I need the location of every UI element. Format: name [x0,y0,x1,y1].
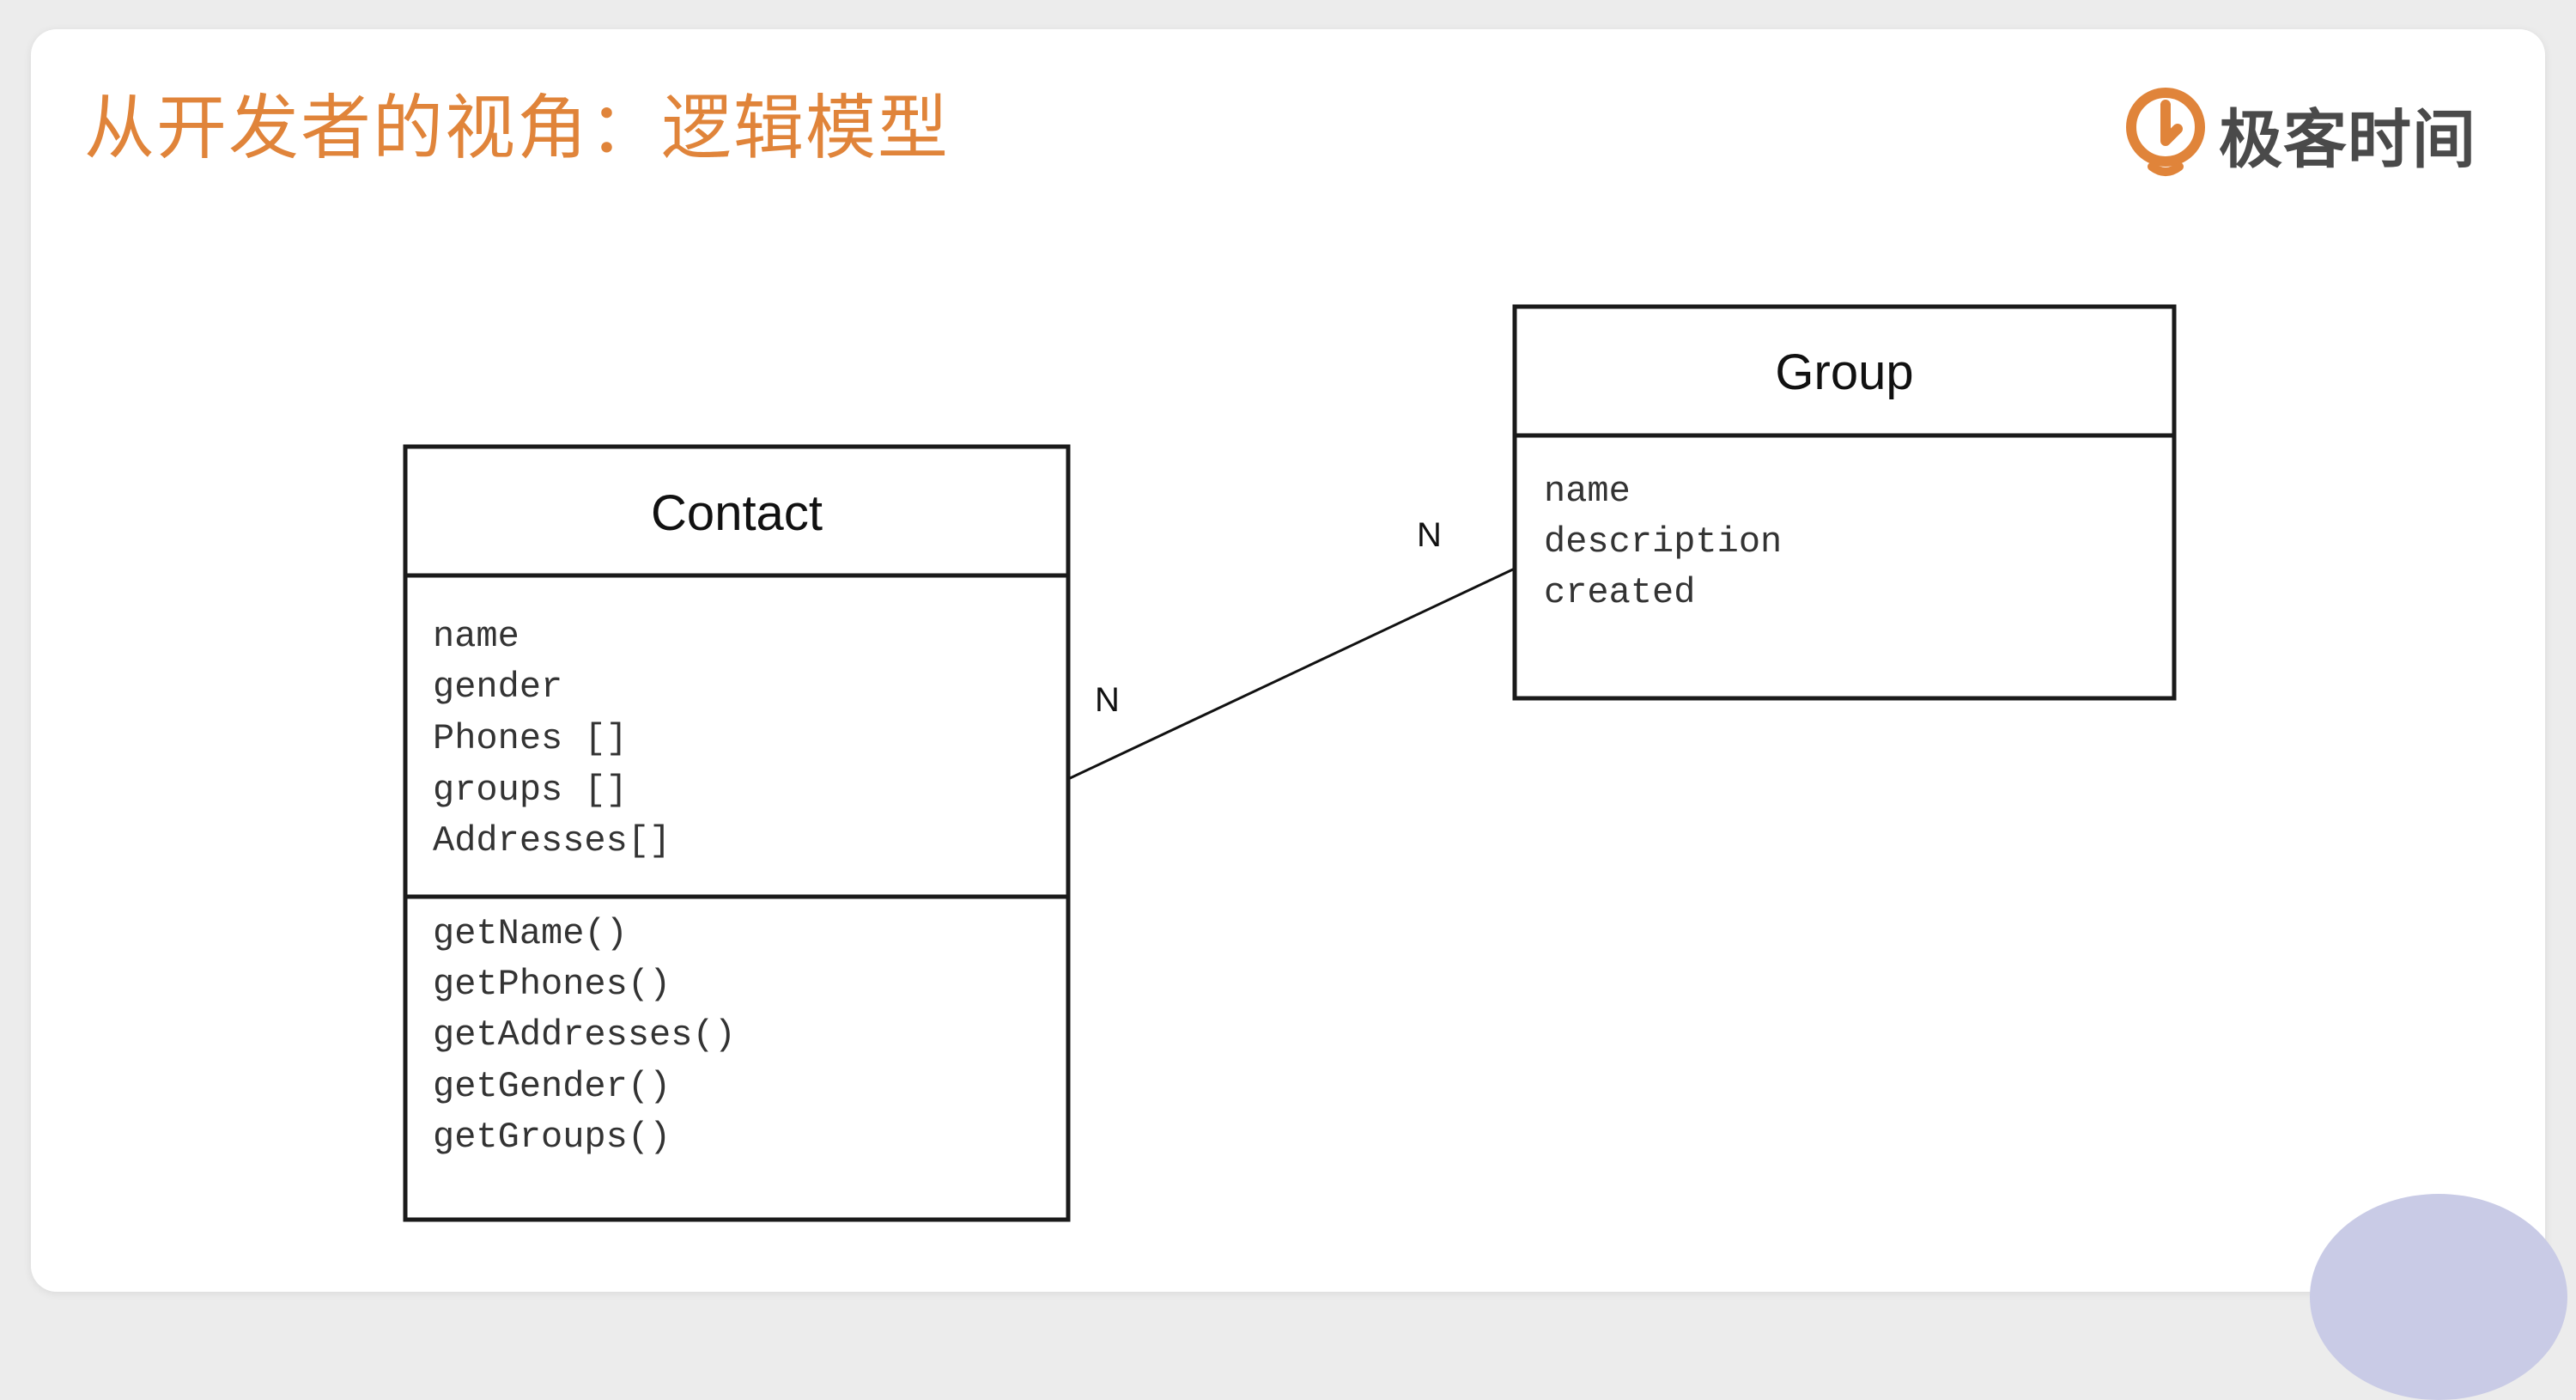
group-class: Group name description created [1512,304,2177,701]
contact-method: getName() [433,913,628,954]
contact-method: getGender() [433,1066,671,1107]
presenter-avatar-overlay [2310,1194,2567,1400]
geektime-logo-icon [2126,88,2205,176]
group-attribute: description [1544,521,1782,563]
contact-attribute: Phones [] [433,718,628,759]
logo-text: 极客时间 [2219,102,2476,177]
group-attribute: created [1544,572,1695,613]
contact-attribute: groups [] [433,770,628,811]
contact-class-title: Contact [651,485,823,541]
group-multiplicity: N [1417,516,1442,554]
contact-class: Contact name gender Phones [] groups [] … [403,444,1071,1222]
contact-attribute: gender [433,667,562,708]
contact-method: getAddresses() [433,1014,736,1056]
contact-multiplicity: N [1095,681,1120,719]
group-class-title: Group [1775,344,1913,400]
uml-diagram: N N Contact name gender Phones [] groups… [403,304,2177,1222]
association-line [1067,567,1516,781]
slide-title: 从开发者的视角：逻辑模型 [84,88,951,169]
group-attribute: name [1544,471,1631,512]
contact-method: getGroups() [433,1117,671,1158]
contact-attribute: name [433,616,519,657]
group-class-border [1512,304,2177,701]
logo: 极客时间 [2126,82,2476,186]
contact-attribute: Addresses[] [433,820,671,861]
page: 从开发者的视角：逻辑模型 极客时间 N N Contact name gende… [31,29,2567,1400]
contact-method: getPhones() [433,964,671,1005]
